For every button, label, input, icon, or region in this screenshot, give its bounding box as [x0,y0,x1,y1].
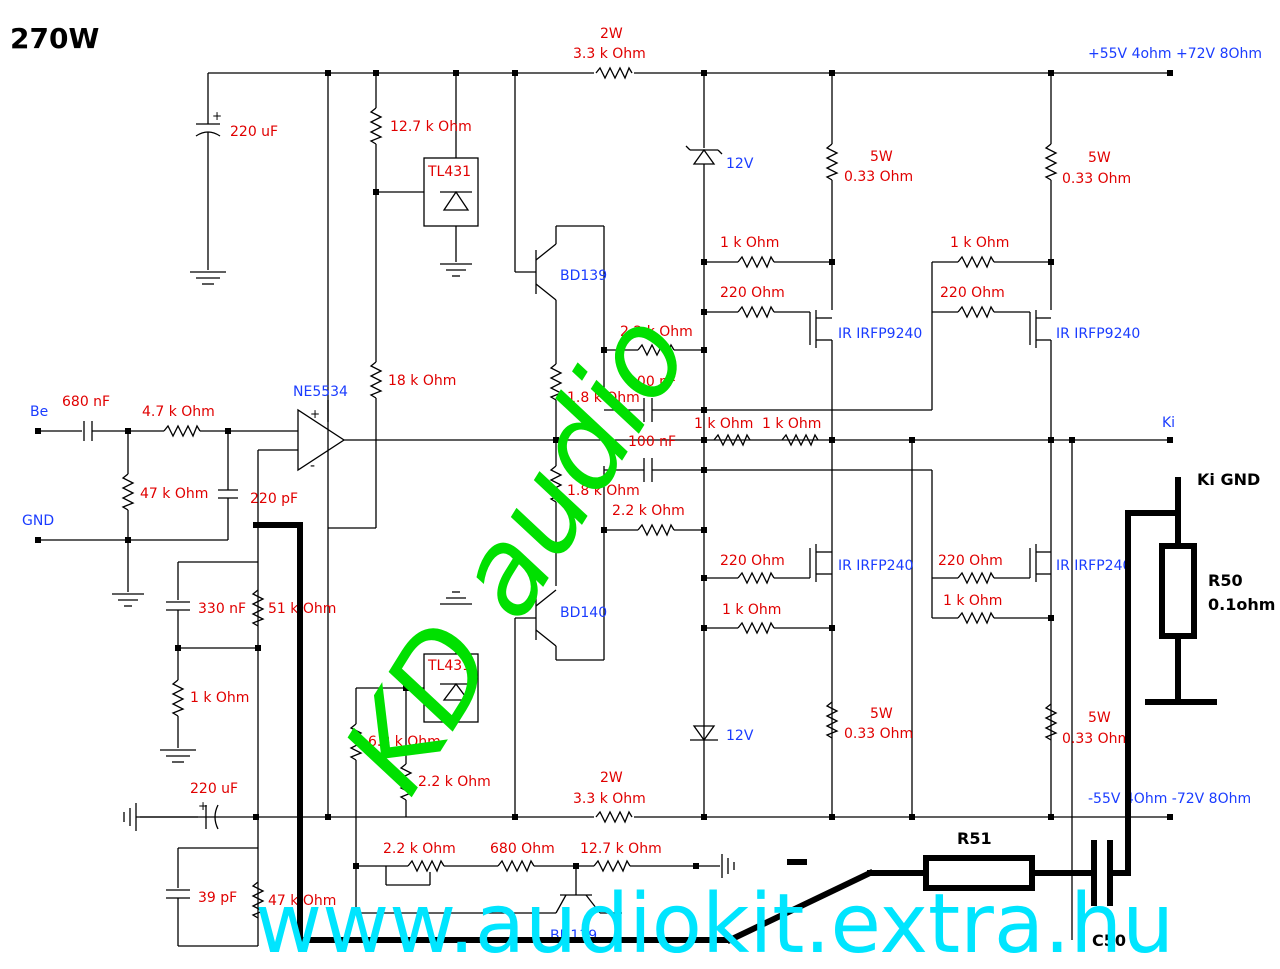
label-220pf: 220 pF [250,491,298,507]
label-033-4: 0.33 Ohm [1062,731,1131,747]
label-2w-bot: 2W [600,770,623,786]
label-tl431-top: TL431 [427,164,471,180]
title-270w: 270W [10,22,99,55]
label-ki-gnd: Ki GND [1197,470,1260,489]
label-220uf-bot: 220 uF [190,781,238,797]
label-5w-3: 5W [870,706,893,722]
label-220uf-top: 220 uF [230,124,278,140]
label-680nf: 680 nF [62,394,110,410]
label-2k2-bot: 2.2 k Ohm [612,503,685,519]
label-2w-top: 2W [600,26,623,42]
label-1k8-top: 1.8 k Ohm [567,390,640,406]
driver-stage [514,73,932,817]
gate-rail-column [685,73,723,817]
label-irfp240-2: IR IRFP240 [1056,558,1131,574]
label-39pf: 39 pF [198,890,237,906]
input-stage: + - [35,400,1170,946]
label-033-2: 0.33 Ohm [1062,171,1131,187]
label-4k7: 4.7 k Ohm [142,404,215,420]
label-bd140: BD140 [560,605,607,621]
svg-text:-: - [310,458,315,474]
label-1k-g1: 1 k Ohm [720,235,779,251]
label-be: Be [30,404,48,420]
label-220-g3: 220 Ohm [720,553,785,569]
label-12v-bot: 12V [726,728,754,744]
label-1k-fb: 1 k Ohm [190,690,249,706]
output-stage [704,73,1173,940]
positive-rail [208,67,1173,79]
label-r50: R50 [1208,571,1243,590]
label-2k2-top: 2.2 k Ohm [620,324,693,340]
label-330nf: 330 nF [198,601,246,617]
label-gnd: GND [22,513,54,529]
label-irfp240-1: IR IRFP240 [838,558,913,574]
label-033-3: 0.33 Ohm [844,726,913,742]
label-1k-g3: 1 k Ohm [722,602,781,618]
label-3k3-bot: 3.3 k Ohm [573,791,646,807]
label-bd139: BD139 [560,268,607,284]
label-220-g4: 220 Ohm [938,553,1003,569]
svg-text:+: + [212,109,222,123]
label-18k: 18 k Ohm [388,373,456,389]
label-1k-g2: 1 k Ohm [950,235,1009,251]
feedback-network: + [123,561,264,947]
label-1k-out1: 1 k Ohm [694,416,753,432]
label-12k7: 12.7 k Ohm [390,119,472,135]
label-r50-value: 0.1ohm [1208,595,1275,614]
label-c50: C50 [1092,931,1126,950]
label-47k-in: 47 k Ohm [140,486,208,502]
negative-rail-label: -55V 4Ohm -72V 8Ohm [1088,791,1251,807]
bulk-capacitor-top: + [190,73,226,285]
zobel-network [253,477,1217,945]
url-watermark: www.audiokit.extra.hu [255,877,1174,969]
reference-column [327,73,479,817]
label-irfp9240-2: IR IRFP9240 [1056,326,1140,342]
label-1k-out2: 1 k Ohm [762,416,821,432]
label-100nf-bot: 100 nF [628,434,676,450]
label-680: 680 Ohm [490,841,555,857]
svg-text:+: + [310,407,320,421]
label-1k-g4: 1 k Ohm [943,593,1002,609]
label-r51: R51 [957,829,992,848]
label-12k7-bot: 12.7 k Ohm [580,841,662,857]
label-12v-top: 12V [726,156,754,172]
label-tl431-bot: TL431 [427,658,471,674]
label-100nf-top: 100 nF [628,374,676,390]
label-033-1: 0.33 Ohm [844,169,913,185]
label-ki: Ki [1162,415,1175,431]
label-5w-1: 5W [870,149,893,165]
label-5w-4: 5W [1088,710,1111,726]
label-3k3-top: 3.3 k Ohm [573,46,646,62]
label-2k2-trim: 2.2 k Ohm [383,841,456,857]
lower-bias [350,591,735,914]
label-220-g2: 220 Ohm [940,285,1005,301]
svg-text:+: + [198,799,208,813]
label-ne5534: NE5534 [293,384,348,400]
label-2k2-bias: 2.2 k Ohm [418,774,491,790]
label-220-g1: 220 Ohm [720,285,785,301]
label-irfp9240-1: IR IRFP9240 [838,326,922,342]
label-1k8-bot: 1.8 k Ohm [567,483,640,499]
negative-rail [140,811,1173,823]
positive-rail-label: +55V 4ohm +72V 8Ohm [1088,46,1262,62]
label-6k8: 6.8 k Ohm [368,734,441,750]
label-5w-2: 5W [1088,150,1111,166]
